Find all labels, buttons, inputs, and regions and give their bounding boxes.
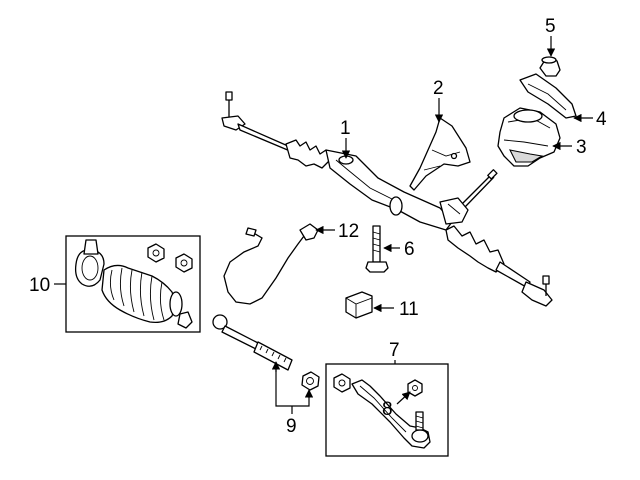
callout-11: 11 [399,299,419,320]
mounting-bolt [365,225,389,273]
leader-lines [54,36,593,414]
callout-5: 5 [545,16,556,37]
callout-2: 2 [433,78,444,99]
heat-shield-bracket [409,117,471,191]
callout-7: 7 [389,340,400,361]
sensor-wire [223,223,319,305]
outer-tie-rod-end [333,373,431,449]
column-boot [497,107,561,167]
steering-gear-assembly [221,91,553,307]
callout-3: 3 [576,137,587,158]
grommet [539,56,561,77]
callout-6: 6 [404,239,415,260]
callout-labels: 1 2 3 4 5 6 7 8 9 10 11 12 [29,16,607,437]
tie-rod-end-box [325,363,449,457]
callout-12: 12 [338,221,359,242]
callout-4: 4 [596,109,607,130]
inner-tie-rod [212,314,320,391]
boot-kit [74,239,193,329]
clip [345,291,373,319]
callout-9: 9 [286,416,297,437]
callout-1: 1 [340,118,351,139]
callout-8: 8 [382,399,393,420]
callout-10: 10 [29,275,50,296]
